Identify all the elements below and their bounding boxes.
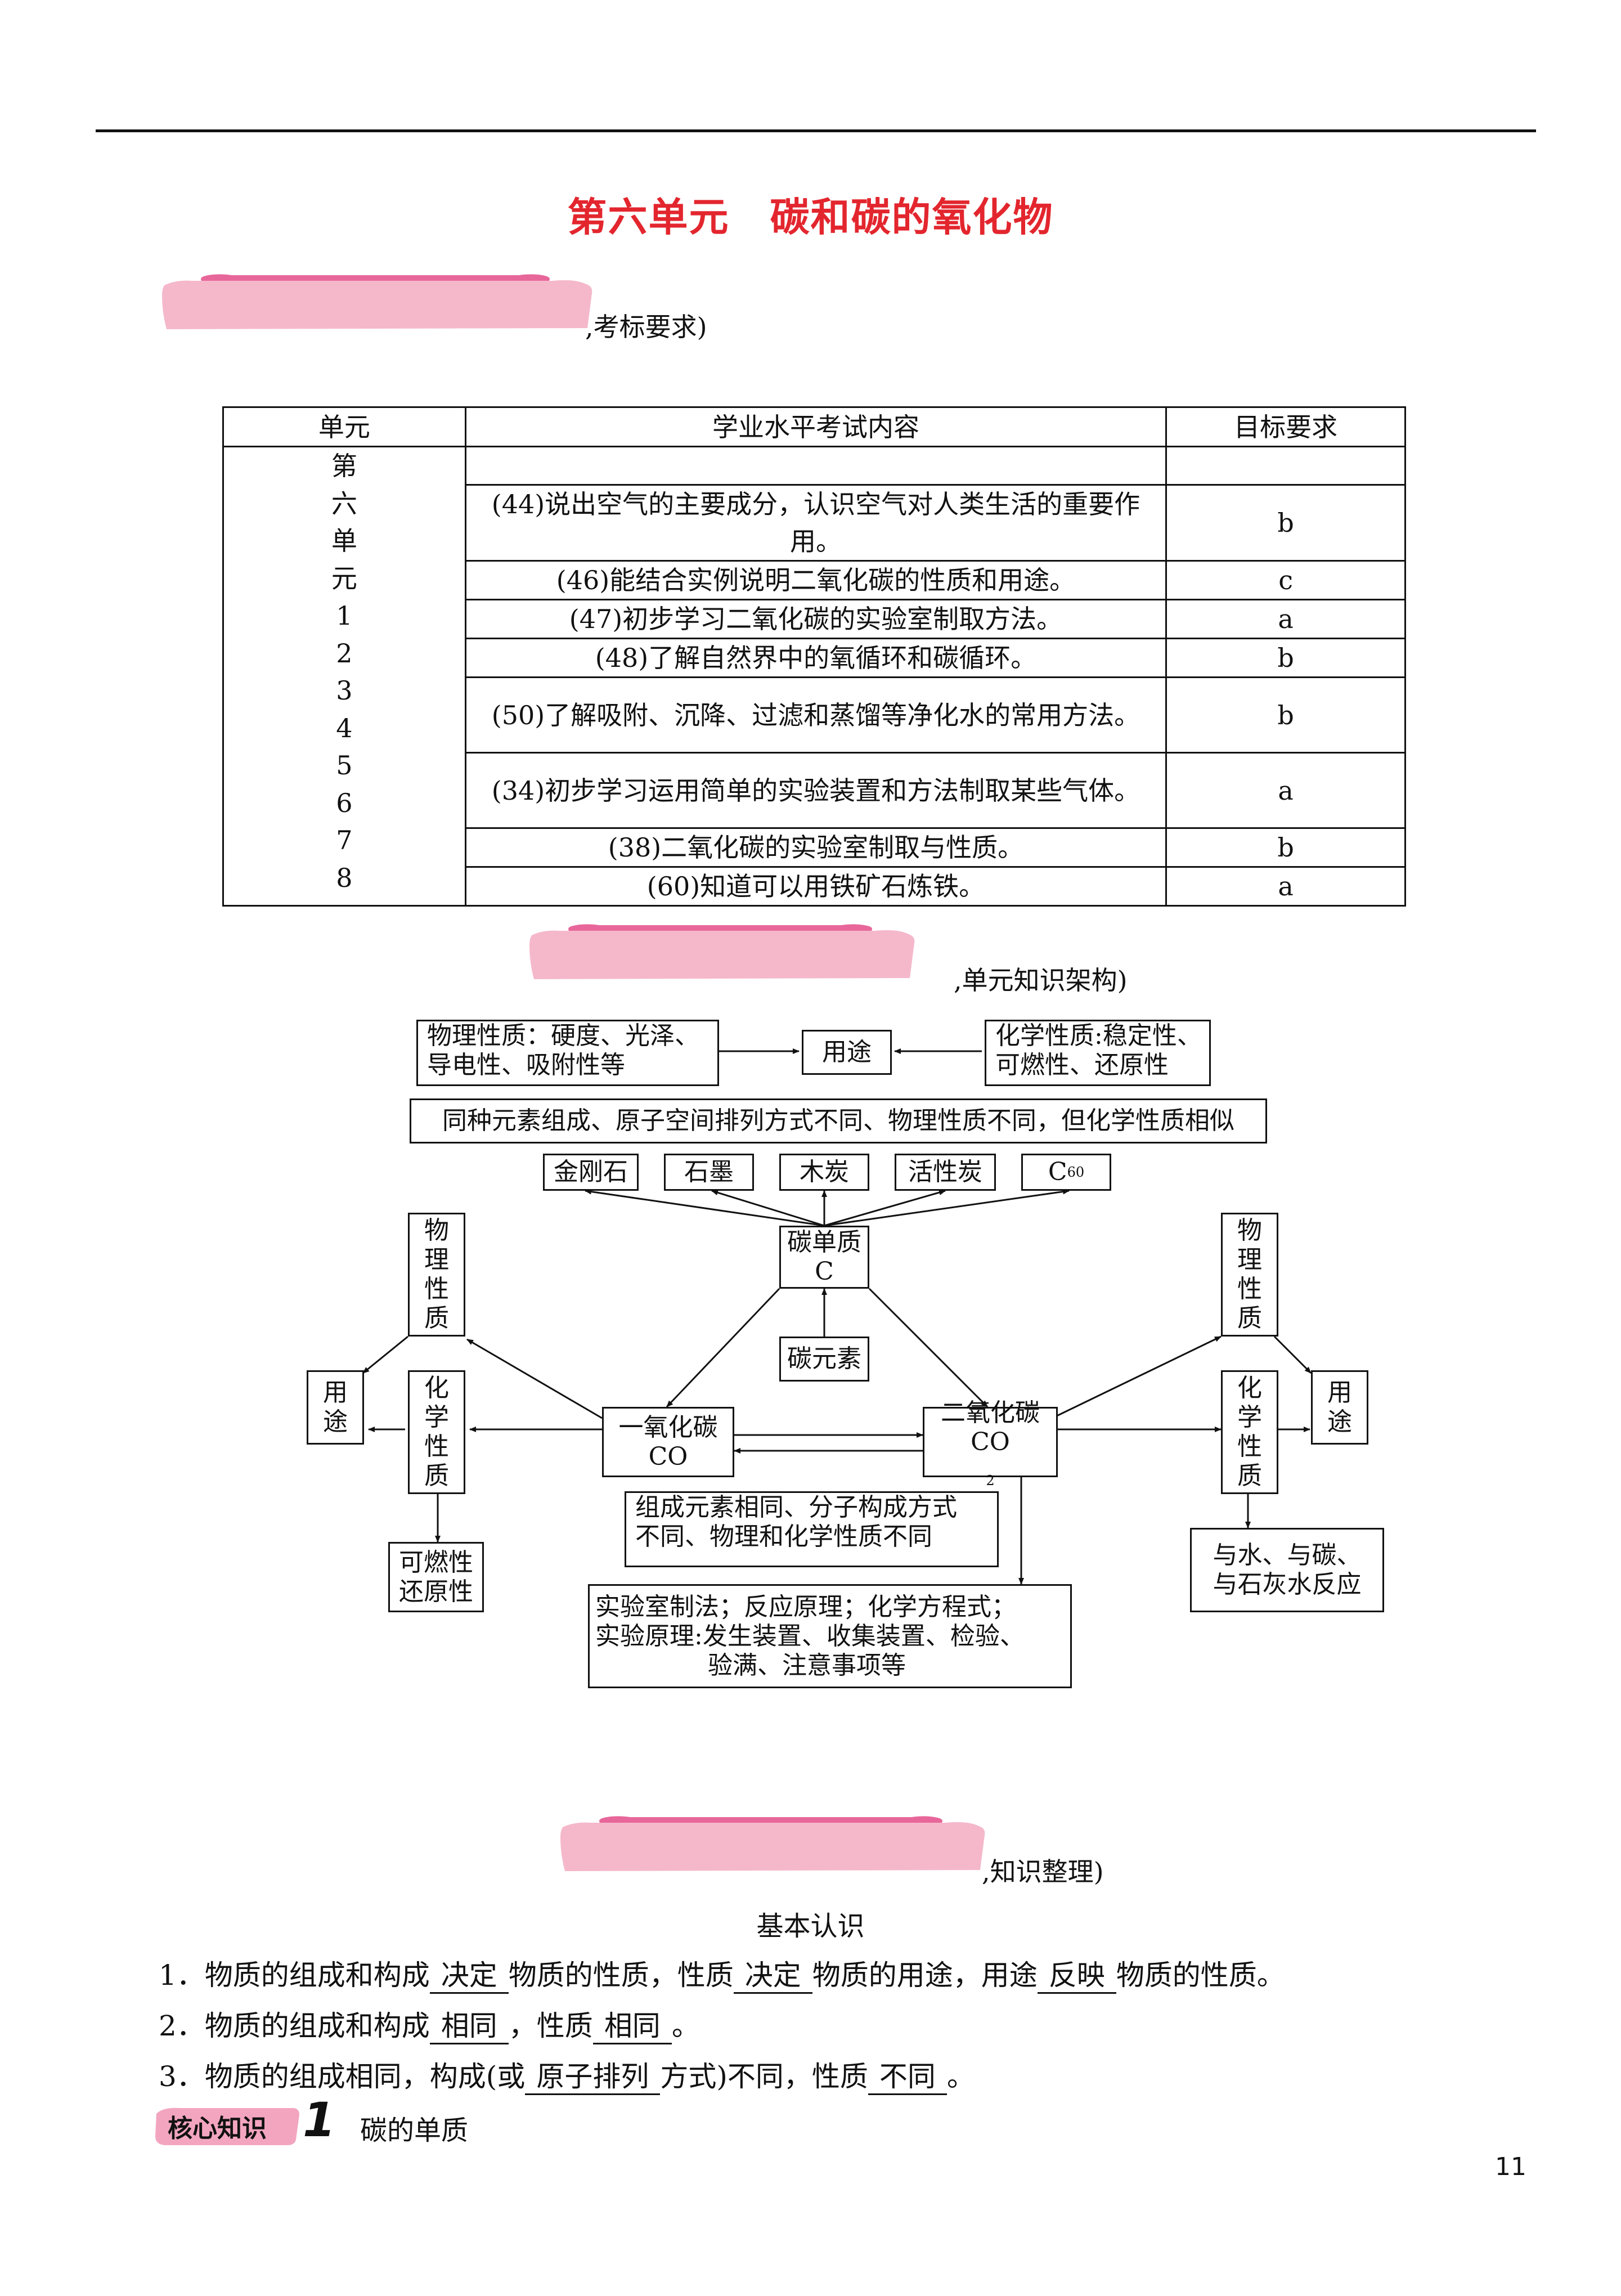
table-row: (48)了解自然界中的氧循环和碳循环。 xyxy=(464,638,1168,678)
blank-answer: 相同 xyxy=(429,2009,509,2044)
core-title: 碳的单质 xyxy=(360,2115,469,2146)
node-co2-chemical: 化学性质 xyxy=(1221,1370,1278,1494)
table-level: b xyxy=(1165,676,1406,754)
arrow-phys-to-use-left xyxy=(362,1335,408,1374)
table-level: c xyxy=(1165,560,1406,600)
node-comparison: 组成元素相同、分子构成方式不同、物理和化学性质不同 xyxy=(625,1491,999,1567)
node-co-chemical: 化学性质 xyxy=(408,1370,465,1494)
node-uses-top: 用途 xyxy=(802,1030,892,1075)
table-level xyxy=(1165,446,1406,486)
banner-exam-requirements xyxy=(159,273,598,331)
knowledge-line-2: 2．物质的组成和构成相同，性质相同。 xyxy=(159,2003,700,2044)
banner-unit-framework xyxy=(526,923,920,981)
arrow-c-to-activated xyxy=(824,1190,946,1227)
node-activated-carbon: 活性炭 xyxy=(895,1154,996,1191)
node-chemical-properties: 化学性质:稳定性、可燃性、还原性 xyxy=(985,1020,1211,1086)
core-badge-label: 核心知识 xyxy=(168,2114,267,2143)
arrow-c-to-c60 xyxy=(824,1189,1070,1227)
header-unit: 单元 xyxy=(222,406,466,447)
table-level: b xyxy=(1165,484,1406,562)
header-rule xyxy=(96,129,1536,132)
table-row: (47)初步学习二氧化碳的实验室制取方法。 xyxy=(464,599,1168,639)
page-number: 11 xyxy=(1495,2152,1526,2181)
node-co-props: 可燃性还原性 xyxy=(388,1542,484,1612)
table-level: a xyxy=(1165,866,1406,907)
node-co-uses: 用途 xyxy=(307,1370,364,1445)
node-co2-uses: 用途 xyxy=(1311,1370,1368,1445)
node-carbon-element: 碳元素 xyxy=(779,1337,869,1382)
table-row xyxy=(464,446,1168,486)
node-physical-properties: 物理性质：硬度、光泽、导电性、吸附性等 xyxy=(416,1020,719,1086)
banner-label-1: ,考标要求) xyxy=(585,312,707,342)
table-level: a xyxy=(1165,599,1406,639)
blank-answer: 不同 xyxy=(868,2060,947,2095)
knowledge-line-3: 3．物质的组成相同，构成(或原子排列方式)不同，性质不同。 xyxy=(159,2054,975,2095)
blank-answer: 决定 xyxy=(733,1958,812,1994)
blank-answer: 反映 xyxy=(1037,1958,1116,1994)
core-number: 1 xyxy=(303,2092,336,2147)
table-row: (34)初步学习运用简单的实验装置和方法制取某些气体。 xyxy=(464,752,1168,829)
table-level: b xyxy=(1165,827,1406,868)
table-row: (60)知道可以用铁矿石炼铁。 xyxy=(464,866,1168,907)
banner-shape xyxy=(560,1816,985,1871)
blank-answer: 原子排列 xyxy=(525,2060,661,2095)
banner-label-2: ,单元知识架构) xyxy=(954,965,1128,995)
arrow-c-to-graphite xyxy=(711,1190,825,1227)
node-lab-method: 实验室制法；反应原理；化学方程式；实验原理:发生装置、收集装置、检验、验满、注意… xyxy=(588,1584,1072,1688)
arrow-phys-to-use-right xyxy=(1273,1335,1312,1374)
header-content: 学业水平考试内容 xyxy=(464,406,1168,447)
banner-shape xyxy=(529,924,915,979)
banner-shape xyxy=(162,274,592,329)
arrow-c-to-co2 xyxy=(868,1288,989,1408)
node-co2-reactions: 与水、与碳、与石灰水反应 xyxy=(1190,1528,1384,1612)
section-title: 基本认识 xyxy=(756,1911,865,1942)
table-row: (38)二氧化碳的实验室制取与性质。 xyxy=(464,827,1168,868)
table-row: (50)了解吸附、沉降、过滤和蒸馏等净化水的常用方法。 xyxy=(464,676,1168,754)
node-charcoal: 木炭 xyxy=(779,1154,869,1191)
node-diamond: 金刚石 xyxy=(543,1154,639,1191)
banner-label-3: ,知识整理) xyxy=(982,1856,1104,1887)
arrow-co2-to-phys xyxy=(1052,1335,1222,1419)
arrow-c-to-co xyxy=(666,1288,780,1408)
page-title: 第六单元 碳和碳的氧化物 xyxy=(567,194,1054,240)
header-level: 目标要求 xyxy=(1165,406,1406,447)
table-level: b xyxy=(1165,638,1406,678)
table-row: (46)能结合实例说明二氧化碳的性质和用途。 xyxy=(464,560,1168,600)
blank-answer: 相同 xyxy=(592,2009,672,2044)
table-row: (44)说出空气的主要成分，认识空气对人类生活的重要作用。 xyxy=(464,484,1168,562)
knowledge-line-1: 1．物质的组成和构成决定物质的性质，性质决定物质的用途，用途反映物质的性质。 xyxy=(159,1953,1285,1994)
node-allotrope-note: 同种元素组成、原子空间排列方式不同、物理性质不同，但化学性质相似 xyxy=(410,1098,1267,1143)
node-co-physical: 物理性质 xyxy=(408,1213,465,1337)
arrow-c-to-diamond xyxy=(585,1189,825,1227)
table-level: a xyxy=(1165,752,1406,829)
node-co2-physical: 物理性质 xyxy=(1221,1213,1278,1337)
banner-knowledge-summary xyxy=(557,1815,990,1873)
node-graphite: 石墨 xyxy=(664,1154,754,1191)
blank-answer: 决定 xyxy=(429,1958,509,1994)
arrow-co-to-phys xyxy=(466,1338,603,1419)
core-badge-shape xyxy=(155,2107,299,2145)
